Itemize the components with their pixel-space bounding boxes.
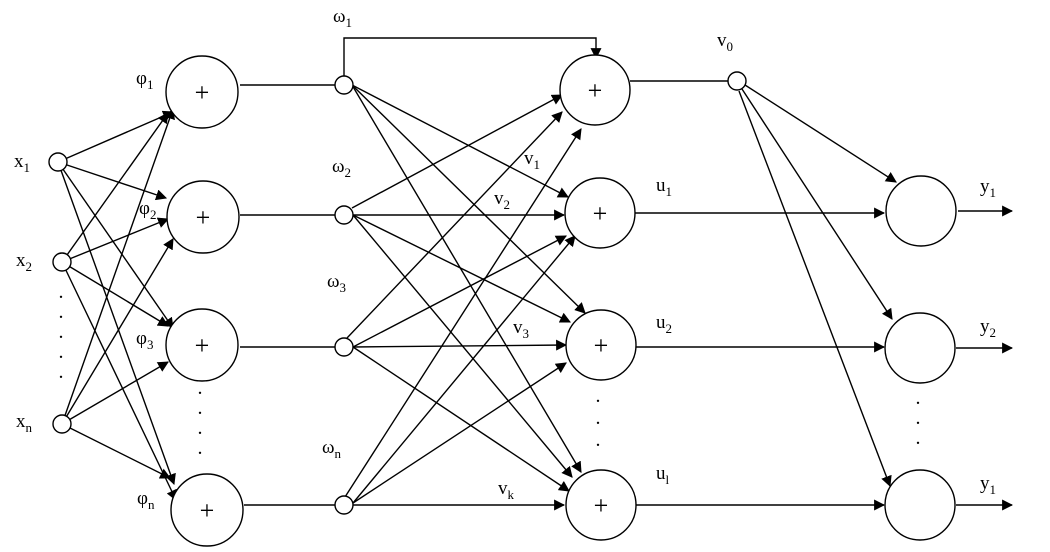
ellipsis-dot: . [596, 429, 601, 451]
ellipsis-dot: . [916, 427, 921, 449]
v-label: v2 [494, 188, 510, 212]
output-node [884, 469, 956, 541]
omega-label: ωn [322, 437, 342, 461]
phi-label: φ2 [139, 198, 156, 222]
input-labels: x1 x2 xn [14, 151, 33, 435]
v0-to-output-connections [738, 84, 897, 488]
omega-node [334, 75, 354, 95]
u-label: u1 [656, 175, 672, 199]
input-node [48, 152, 68, 172]
omega-to-hidden-connections [351, 84, 586, 511]
ellipsis-dot: . [596, 407, 601, 429]
output-arrows [956, 205, 1014, 511]
omega-bypass-connections [343, 37, 602, 498]
ellipsis-dot: . [916, 407, 921, 429]
v0-label: v0 [717, 30, 733, 54]
input-label: xn [16, 411, 33, 435]
input-node [52, 414, 72, 434]
phi-summer-node [170, 473, 244, 547]
phi-to-omega-connections [240, 84, 335, 506]
hidden-ellipsis: . . . [596, 385, 601, 451]
input-label: x1 [14, 151, 30, 175]
phi-summer-symbol: + [200, 496, 215, 525]
ellipsis-dot: . [198, 437, 203, 459]
y-label: y2 [980, 316, 996, 340]
ellipsis-dot: . [59, 301, 64, 323]
phi-ellipsis: . . . . [198, 377, 203, 459]
hidden-summer-symbol: + [594, 331, 609, 360]
omega-label: ω3 [327, 271, 346, 295]
omega-label: ω2 [332, 156, 351, 180]
ellipsis-dot: . [59, 321, 64, 343]
ellipsis-dot: . [59, 361, 64, 383]
hidden-summer-node [565, 309, 637, 381]
hidden-summer-nodes: + + + + [559, 54, 637, 541]
phi-summer-symbol: + [195, 78, 210, 107]
v-label: v1 [524, 148, 540, 172]
ellipsis-dot: . [59, 281, 64, 303]
ellipsis-dot: . [198, 377, 203, 399]
input-nodes [48, 152, 72, 434]
hidden-summer-symbol: + [593, 199, 608, 228]
phi-summer-node [166, 180, 240, 254]
omega-node [334, 495, 354, 515]
y-labels: y1 y2 y1 [980, 176, 996, 497]
phi-labels: φ1 φ2 φ3 φn [136, 68, 156, 512]
hidden-summer-symbol: + [588, 76, 603, 105]
output-node [884, 312, 956, 384]
y-label: y1 [980, 473, 996, 497]
phi-summer-nodes: + + + + [165, 55, 244, 547]
phi-label: φ1 [136, 68, 153, 92]
hidden-summer-node [564, 177, 636, 249]
v0-node [727, 71, 747, 91]
y-label: y1 [980, 176, 996, 200]
output-nodes [884, 175, 957, 541]
u-labels: u1 u2 ul [656, 175, 672, 487]
v-label: vk [498, 478, 515, 502]
phi-summer-node [165, 55, 239, 129]
phi-summer-symbol: + [195, 331, 210, 360]
v-labels: v1 v2 v3 vk v0 [494, 30, 733, 502]
u-label: ul [656, 463, 670, 487]
omega-node [334, 337, 354, 357]
u-label: u2 [656, 312, 672, 336]
ellipsis-dot: . [916, 387, 921, 409]
ellipsis-dot: . [198, 417, 203, 439]
omega-node [334, 205, 354, 225]
omega-label: ω1 [333, 6, 352, 30]
phi-summer-symbol: + [196, 203, 211, 232]
omega-labels: ω1 ω2 ω3 ωn [322, 6, 352, 461]
phi-label: φ3 [136, 328, 153, 352]
input-label: x2 [16, 250, 32, 274]
hidden-summer-node [565, 469, 637, 541]
input-ellipsis: . . . . . [59, 281, 64, 383]
hidden-summer-symbol: + [594, 491, 609, 520]
output-node [885, 175, 957, 247]
input-to-phi-connections [57, 107, 177, 501]
input-node [52, 252, 72, 272]
ellipsis-dot: . [198, 397, 203, 419]
bias-summer-node [559, 54, 631, 126]
v-label: v3 [513, 317, 529, 341]
hidden-to-output-connections [634, 207, 886, 511]
omega-nodes [334, 75, 354, 515]
output-ellipsis: . . . [916, 387, 921, 449]
phi-label: φn [137, 488, 155, 512]
ellipsis-dot: . [596, 385, 601, 407]
ellipsis-dot: . [59, 341, 64, 363]
phi-summer-node [165, 308, 239, 382]
